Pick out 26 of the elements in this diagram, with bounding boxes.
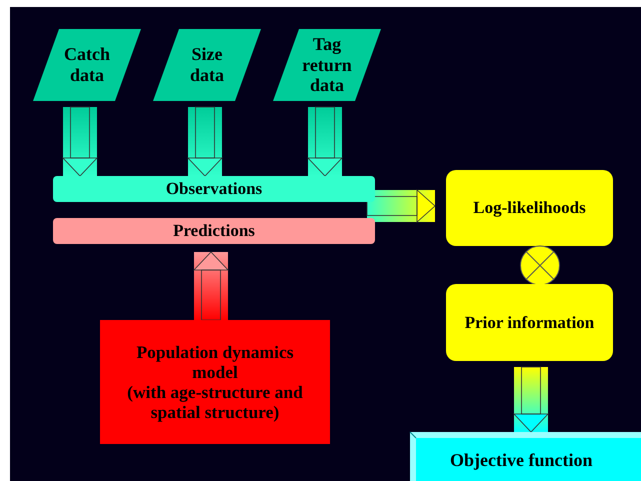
process-box <box>446 170 613 246</box>
node-label: (with age-structure and spatial structure) <box>126 382 304 422</box>
block-arrow <box>62 106 98 176</box>
node-label: Tag return data <box>301 34 353 96</box>
block-arrow <box>366 190 436 222</box>
node-label: Population dynamics model <box>135 342 295 382</box>
data-parallelogram <box>33 29 141 101</box>
node-label: Prior information <box>464 312 594 332</box>
block-arrow <box>514 366 548 432</box>
block-arrow <box>308 106 342 176</box>
observations-bar <box>53 176 375 202</box>
node-label: Catch data <box>63 44 111 86</box>
process-box <box>446 284 613 361</box>
node-label: Objective function <box>450 450 592 470</box>
data-parallelogram <box>273 29 381 101</box>
block-arrow <box>194 252 228 320</box>
model-box <box>100 320 330 444</box>
multiply-circle <box>520 247 560 284</box>
objective-box <box>410 432 641 481</box>
data-parallelogram <box>153 29 261 101</box>
node-label: Size data <box>188 44 225 86</box>
node-label: Observations <box>166 179 262 199</box>
node-label: Log-likelihoods <box>473 198 586 218</box>
node-label: Predictions <box>173 221 255 241</box>
block-arrow <box>188 106 222 176</box>
predictions-bar <box>53 218 375 244</box>
